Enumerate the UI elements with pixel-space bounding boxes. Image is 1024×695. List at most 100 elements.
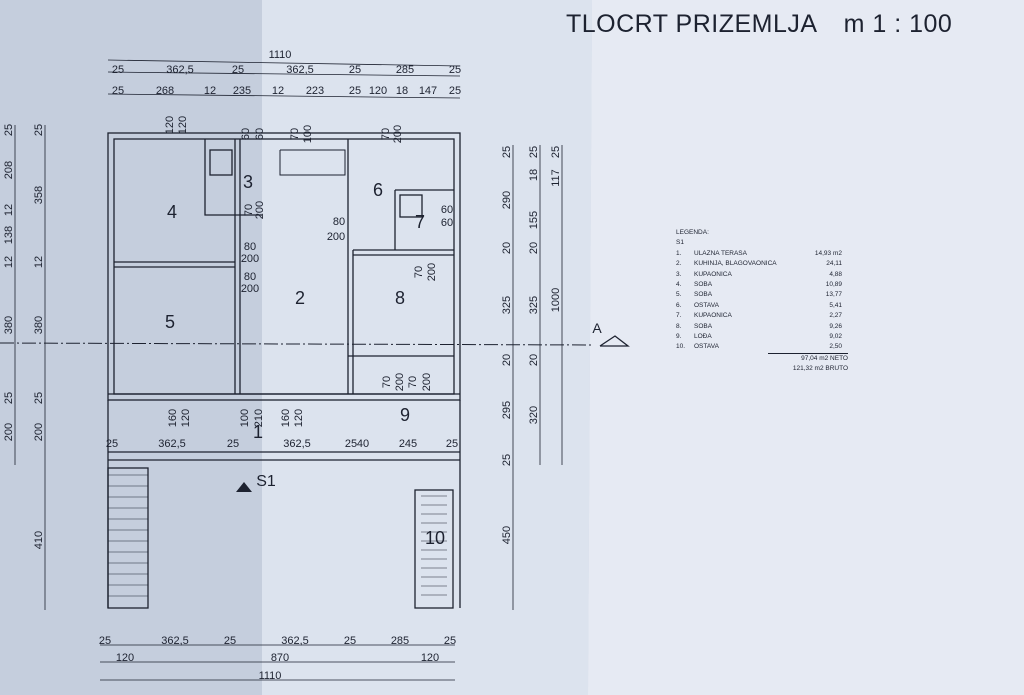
opening-dimension: 245 <box>399 438 417 450</box>
opening-dimension: 200 <box>327 231 345 243</box>
legend-item-name: OSTAVA <box>694 343 719 351</box>
dimension-label: 870 <box>271 652 289 664</box>
opening-dimension: 200 <box>421 373 433 391</box>
legend-item-no: 1. <box>676 249 682 257</box>
legend-item-area: 2,27 <box>829 312 842 320</box>
dimension-label: 200 <box>3 423 15 441</box>
opening-dimension: 200 <box>394 373 406 391</box>
opening-dimension: 70 <box>407 376 419 388</box>
opening-dimension: 80 <box>244 241 256 253</box>
dimension-line <box>107 93 461 99</box>
opening-dimension: 80 <box>333 216 345 228</box>
opening-dimension: 100 <box>239 409 251 427</box>
legend-item-area: 5,41 <box>829 301 842 309</box>
legend-item-name: LOĐA <box>694 333 712 341</box>
dimension-label: 362,5 <box>166 64 194 76</box>
dimension-label: 410 <box>33 531 45 549</box>
opening-dimension: 362,5 <box>283 438 311 450</box>
dimension-label: 12 <box>3 204 15 216</box>
section-label-s1: S1 <box>256 473 276 490</box>
dimension-label: 120 <box>369 85 387 97</box>
dimension-label: 25 <box>99 635 111 647</box>
legend-item-area: 2,50 <box>829 343 842 351</box>
legend-item-name: SOBA <box>694 322 713 330</box>
legend-item-no: 8. <box>676 322 682 330</box>
section-line-a <box>0 342 593 346</box>
legend-item-no: 6. <box>676 301 682 309</box>
opening-dimension: 200 <box>254 201 266 219</box>
dimension-label: 12 <box>3 256 15 268</box>
legend-item-no: 7. <box>676 312 682 320</box>
legend-item-no: 3. <box>676 270 682 278</box>
opening-dimension: 25 <box>227 438 239 450</box>
dimension-label: 1110 <box>269 49 292 61</box>
room-number-8: 8 <box>395 288 405 308</box>
dimension-label: 18 <box>396 85 408 97</box>
dimension-label: 362,5 <box>161 635 189 647</box>
dimension-label: 235 <box>233 85 251 97</box>
opening-dimension: 25 <box>446 438 458 450</box>
legend-item: 6. OSTAVA 5,41 <box>676 301 866 311</box>
dimension-label: 380 <box>3 316 15 334</box>
legend-section: S1 <box>676 239 684 247</box>
opening-dimension: 70 <box>243 204 255 216</box>
opening-dimension: 70 <box>381 376 393 388</box>
dimension-label: 25 <box>33 392 45 404</box>
legend-item: 8. SOBA 9,26 <box>676 322 866 332</box>
dimension-label: 358 <box>33 186 45 204</box>
opening-dimension: 60 <box>254 128 266 140</box>
dimension-label: 155 <box>528 211 540 229</box>
dimension-label: 25 <box>3 392 15 404</box>
legend-item-name: OSTAVA <box>694 301 719 309</box>
section-marker-s1 <box>236 482 252 492</box>
legend-item-no: 5. <box>676 291 682 299</box>
legend-item-name: SOBA <box>694 281 713 289</box>
page-middle <box>262 0 592 695</box>
dimension-label: 25 <box>112 64 124 76</box>
dimension-label: 325 <box>501 296 513 314</box>
legend-total-gross: 121,32 m2 BRUTO <box>792 365 848 373</box>
legend-item-area: 13,77 <box>825 291 842 299</box>
room-number-2: 2 <box>295 288 305 308</box>
dimension-label: 25 <box>449 64 461 76</box>
legend-item-area: 9,02 <box>829 333 842 341</box>
legend-item-no: 4. <box>676 281 682 289</box>
dimension-label: 1110 <box>259 670 282 682</box>
legend-heading: LEGENDA: <box>676 229 709 236</box>
legend-item-no: 10. <box>676 343 686 351</box>
room-number-3: 3 <box>243 172 253 192</box>
dimension-label: 295 <box>501 401 513 419</box>
room-number-7: 7 <box>415 212 425 232</box>
room-number-5: 5 <box>165 312 175 332</box>
dimension-label: 25 <box>33 124 45 136</box>
opening-dimension: 362,5 <box>158 438 186 450</box>
dimension-label: 450 <box>501 526 513 544</box>
shower-3 <box>209 149 233 176</box>
opening-dimension: 200 <box>241 283 259 295</box>
legend-item-area: 9,26 <box>829 322 842 330</box>
legend-total-net: 97,04 m2 NETO <box>768 352 848 364</box>
legend-item-name: ULAZNA TERASA <box>694 249 747 257</box>
legend-item-name: KUPAONICA <box>694 270 732 278</box>
legend-item-name: KUHINJA, BLAGOVAONICA <box>694 260 777 268</box>
opening-dimension: 210 <box>253 409 265 427</box>
opening-dimension: 200 <box>426 263 438 281</box>
dimension-label: 268 <box>156 85 174 97</box>
dimension-label: 25 <box>550 146 562 158</box>
opening-dimension: 70 <box>413 266 425 278</box>
legend-item: 10. OSTAVA 2,50 <box>676 342 866 352</box>
opening-dimension: 60 <box>441 217 453 229</box>
dimension-label: 25 <box>224 635 236 647</box>
opening-dimension: 25 <box>106 438 118 450</box>
kitchen-counter <box>279 149 346 176</box>
page-left-shaded <box>0 0 262 695</box>
dimension-label: 12 <box>272 85 284 97</box>
room-number-6: 6 <box>373 180 383 200</box>
dimension-label: 120 <box>421 652 439 664</box>
opening-dimension: 25 <box>345 438 357 450</box>
dimension-label: 285 <box>396 64 414 76</box>
